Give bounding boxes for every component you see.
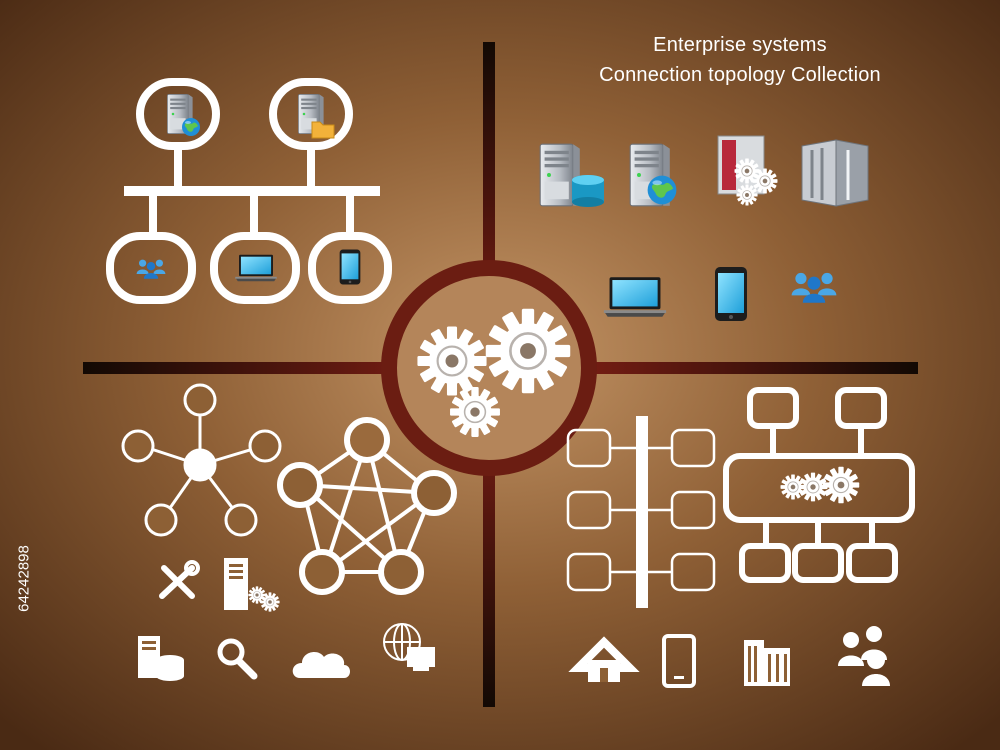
magnifier-icon <box>217 638 258 680</box>
tree-topology <box>566 416 716 608</box>
mobile-phone-icon <box>662 634 696 688</box>
hub-topology <box>723 387 915 583</box>
server-globe-icon <box>629 143 677 207</box>
server-gears-icon <box>717 135 778 206</box>
star-topology <box>121 383 282 537</box>
office-building-icon <box>744 640 790 686</box>
image-id-label: 64242898 <box>15 545 33 612</box>
center-ring <box>381 260 597 476</box>
network-computer-icon <box>383 623 435 671</box>
smartphone-icon <box>339 249 361 285</box>
people-group-icon <box>838 626 890 686</box>
home-icon <box>568 636 640 682</box>
server-gear-icon <box>224 558 280 612</box>
title-line-1: Enterprise systems <box>653 34 827 56</box>
bus-topology <box>106 78 392 304</box>
title-line-2: Connection topology Collection <box>599 64 881 86</box>
server-folder-icon <box>298 94 335 139</box>
server-rack-icon <box>801 139 869 207</box>
laptop-icon <box>235 254 277 282</box>
server-database-icon <box>539 143 604 207</box>
cloud-icon <box>292 652 350 678</box>
database-server-icon <box>138 636 184 681</box>
mesh-topology <box>277 417 457 595</box>
tools-icon <box>159 560 200 599</box>
smartphone-icon <box>715 267 747 321</box>
laptop-icon <box>603 277 667 317</box>
